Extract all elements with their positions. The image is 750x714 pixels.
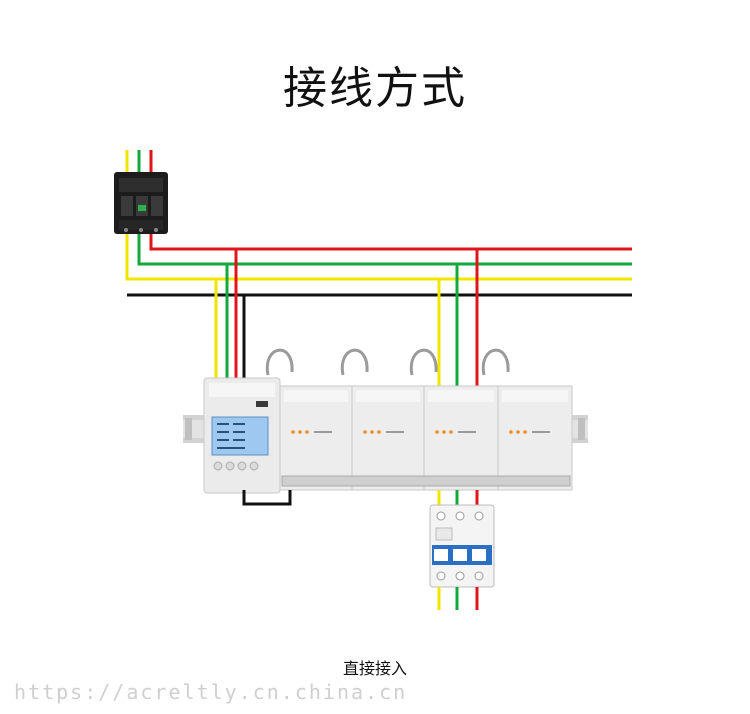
comm-jumper-wire: [242, 490, 292, 506]
three-pole-mcb: [429, 504, 495, 588]
module-loop-jumpers: [265, 348, 510, 376]
main-meter-module: [203, 377, 281, 494]
diagram-title: 接线方式: [283, 63, 467, 114]
load-output-wires: [437, 587, 479, 610]
breaker-outgoing-wires: [125, 234, 632, 297]
load-feed-wires: [437, 249, 479, 392]
meter-submodule: [423, 385, 499, 491]
meter-supply-wires: [214, 249, 246, 378]
watermark-url: https://acreltly.cn.china.cn: [14, 680, 408, 704]
molded-case-breaker: [114, 172, 168, 234]
bottom-terminals: [281, 475, 571, 487]
meter-submodule: [497, 385, 573, 491]
meter-submodule: [351, 385, 425, 491]
meter-submodule: [279, 385, 353, 491]
wiring-caption: 直接接入: [342, 659, 407, 678]
